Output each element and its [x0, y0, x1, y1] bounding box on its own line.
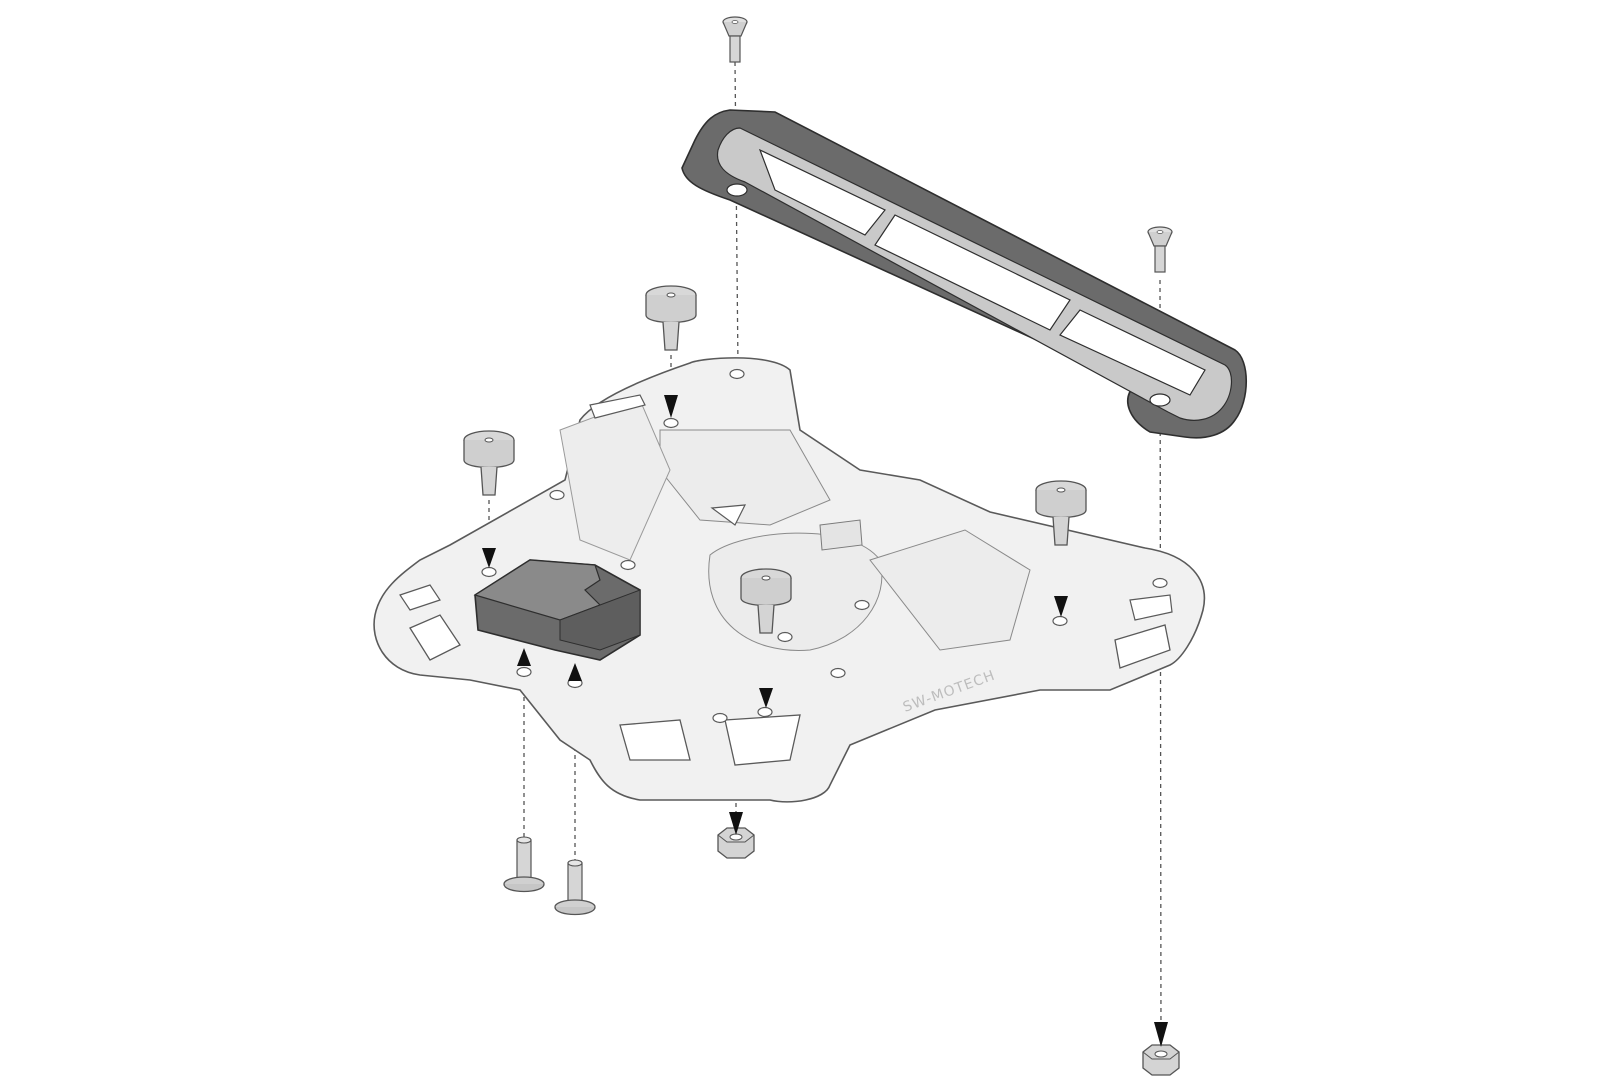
rack-slot-left — [409, 614, 461, 661]
rack-hole — [830, 667, 846, 679]
nut-icon — [717, 827, 755, 859]
rack-hole — [1152, 577, 1168, 589]
bumper-icon — [463, 430, 515, 496]
rack-center-slots — [819, 519, 863, 551]
rack-slot-left-top — [589, 394, 646, 419]
arrow-down-icon — [482, 548, 496, 568]
rack-slot-left-2 — [399, 584, 441, 611]
screw-icon — [722, 16, 748, 63]
guide-line-top-screw — [734, 61, 739, 369]
bracket-window-left — [758, 148, 886, 236]
rack-hole — [729, 368, 745, 380]
screw-icon — [503, 836, 545, 893]
rack-triangle-cutout — [710, 504, 747, 526]
screw-icon — [554, 859, 596, 916]
arrow-down-icon — [729, 812, 743, 835]
rack-hole — [663, 417, 679, 429]
countersunk-screws — [722, 16, 1173, 273]
lock-block-step — [559, 589, 641, 651]
rack-right-recess — [869, 529, 1031, 651]
arrow-up-icon — [517, 648, 531, 666]
bumper-icon — [740, 568, 792, 634]
rack-hole — [712, 712, 728, 724]
rack-hole — [777, 631, 793, 643]
button-head-screws — [503, 836, 596, 916]
bracket-hole-right — [1149, 393, 1171, 407]
adapter-bracket — [681, 109, 1248, 439]
rack-hole — [516, 666, 532, 678]
bracket-window-right — [1059, 309, 1206, 396]
screw-icon — [1147, 226, 1173, 273]
hex-nuts — [717, 827, 1180, 1076]
arrow-down-icon — [759, 688, 773, 708]
nut-icon — [1142, 1044, 1180, 1076]
rack-hole — [549, 489, 565, 501]
lock-block — [473, 559, 641, 661]
rack-hole — [620, 559, 636, 571]
rack-slot-right-1 — [1114, 624, 1171, 669]
rack-hole — [757, 706, 773, 718]
bracket-window-mid — [874, 214, 1071, 331]
rubber-bumpers — [463, 285, 1087, 634]
bumper-icon — [1035, 480, 1087, 546]
rack-slot-bottom-2 — [724, 714, 801, 766]
rack-hole — [481, 566, 497, 578]
rack-center-recess — [708, 532, 883, 651]
arrow-down-icon — [1054, 596, 1068, 617]
bumper-icon — [645, 285, 697, 351]
rack-hole — [1052, 615, 1068, 627]
arrow-down-icon — [1154, 1022, 1168, 1047]
arrow-up-icon — [568, 663, 582, 681]
bracket-hole-left — [726, 183, 748, 197]
rack-hole — [854, 599, 870, 611]
rack-slot-right-2 — [1129, 594, 1173, 621]
arrow-down-icon — [664, 395, 678, 418]
rack-slot-bottom-1 — [619, 719, 691, 761]
direction-arrows — [482, 395, 1168, 1047]
